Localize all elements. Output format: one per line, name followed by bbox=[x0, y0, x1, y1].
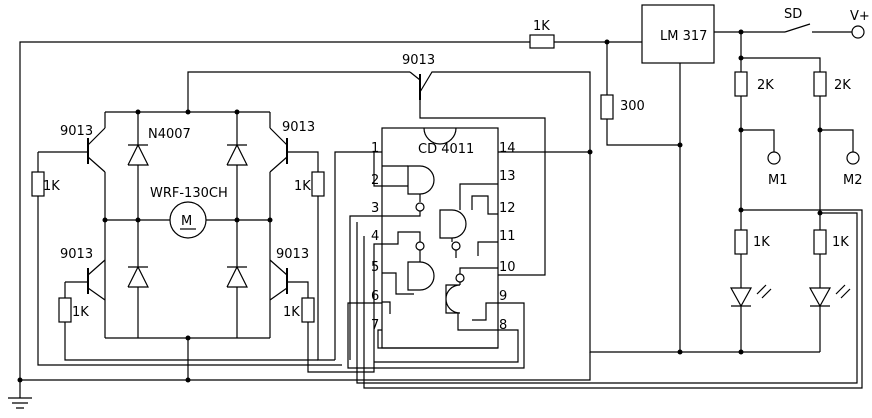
supply-terminal bbox=[851, 25, 865, 39]
pin-14: 14 bbox=[499, 141, 516, 156]
pin-10: 10 bbox=[499, 260, 516, 275]
diode-bottom-right bbox=[226, 220, 248, 338]
pin-9: 9 bbox=[499, 289, 507, 304]
pin-5: 5 bbox=[371, 260, 379, 275]
resistor-1k-bottom-left bbox=[58, 297, 72, 323]
pin-13: 13 bbox=[499, 169, 516, 184]
diode-bottom-left bbox=[127, 220, 149, 338]
label-motor-symbol: M bbox=[181, 214, 192, 229]
terminal-m2 bbox=[846, 151, 860, 165]
nand-gate-2 bbox=[439, 183, 498, 258]
ground-bus bbox=[8, 352, 591, 409]
label-motor-model: WRF-130CH bbox=[150, 186, 228, 201]
label-q-tr: 9013 bbox=[282, 120, 315, 135]
label-diode: N4007 bbox=[148, 127, 191, 142]
power-section: 1K LM 317 SD V+ 300 bbox=[19, 4, 870, 380]
diode-top-right bbox=[226, 112, 248, 220]
label-r-br: 1K bbox=[283, 305, 300, 320]
resistor-300 bbox=[600, 94, 614, 120]
transistor-bottom-left: 9013 bbox=[60, 247, 106, 301]
label-r-led1: 2K bbox=[757, 78, 774, 93]
resistor-2k-right bbox=[813, 71, 827, 97]
label-r-bl: 1K bbox=[72, 305, 89, 320]
indicator-section: 2K 2K M1 1K M2 1K bbox=[356, 32, 863, 389]
transistor-top: 9013 bbox=[185, 53, 591, 276]
label-m1: M1 bbox=[768, 173, 788, 188]
label-switch: SD bbox=[784, 7, 802, 22]
nand-gate-4 bbox=[445, 267, 498, 331]
ground-symbol bbox=[8, 397, 32, 409]
label-r-led2: 2K bbox=[834, 78, 851, 93]
transistor-bottom-right: 9013 bbox=[269, 247, 309, 301]
resistor-2k-left bbox=[734, 71, 748, 97]
label-r-tl: 1K bbox=[43, 179, 60, 194]
ic-cd4011: CD 4011 1 2 3 4 5 6 7 8 9 10 11 12 13 14 bbox=[334, 127, 593, 369]
resistor-1k-bottom-right bbox=[301, 297, 315, 323]
nand-gate-1 bbox=[382, 165, 435, 217]
pin-8: 8 bbox=[499, 318, 507, 333]
nand-gate-3 bbox=[382, 231, 435, 314]
resistor-1k-led2 bbox=[813, 229, 827, 255]
terminal-m1 bbox=[767, 151, 781, 165]
label-q-br: 9013 bbox=[276, 247, 309, 262]
pin-7: 7 bbox=[371, 318, 379, 333]
label-q-top: 9013 bbox=[402, 53, 435, 68]
resistor-1k-led1 bbox=[734, 229, 748, 255]
transistor-top-left: 9013 bbox=[38, 124, 106, 338]
h-bridge: 9013 9013 1K 1K bbox=[31, 109, 375, 383]
pin-4: 4 bbox=[371, 229, 379, 244]
diode-top-left bbox=[127, 112, 149, 220]
resistor-1k-top-right bbox=[311, 171, 325, 197]
label-supply: V+ bbox=[850, 9, 870, 24]
label-m2: M2 bbox=[843, 173, 863, 188]
pin-12: 12 bbox=[499, 201, 516, 216]
label-ic: CD 4011 bbox=[418, 142, 474, 157]
pin-11: 11 bbox=[499, 229, 516, 244]
label-r-feedback: 300 bbox=[620, 99, 645, 114]
motor bbox=[169, 201, 207, 239]
label-r-led1-series: 1K bbox=[753, 235, 770, 250]
pin-1: 1 bbox=[371, 141, 379, 156]
resistor-top-1k bbox=[529, 34, 555, 49]
label-r-tr: 1K bbox=[294, 179, 311, 194]
label-q-bl: 9013 bbox=[60, 247, 93, 262]
pin-3: 3 bbox=[371, 201, 379, 216]
pin-2: 2 bbox=[371, 173, 379, 188]
switch-sd bbox=[784, 23, 811, 33]
regulator-lm317 bbox=[641, 4, 715, 64]
label-r-led2-series: 1K bbox=[832, 235, 849, 250]
led-1 bbox=[729, 284, 772, 308]
label-r-top: 1K bbox=[533, 19, 550, 34]
pin-6: 6 bbox=[371, 289, 379, 304]
led-2 bbox=[808, 284, 851, 308]
label-regulator: LM 317 bbox=[660, 29, 707, 44]
label-q-tl: 9013 bbox=[60, 124, 93, 139]
transistor-top-right: 9013 bbox=[269, 120, 319, 338]
